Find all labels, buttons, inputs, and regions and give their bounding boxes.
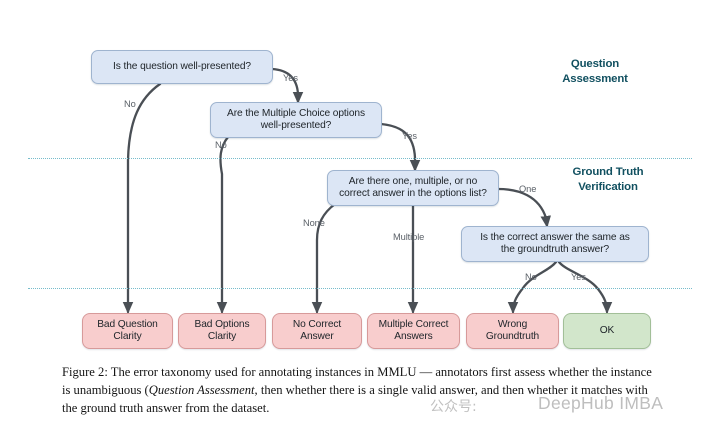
band-title-line2: Assessment [562,72,628,85]
edge-q3-one [496,187,551,228]
band-divider-question-assessment [28,158,692,159]
node-line-2: Clarity [207,331,237,342]
band-title-ground-truth-verification: Ground Truth Verification [538,165,678,194]
node-line-2: Answer [300,331,334,342]
edge-label-q4-yes: Yes [571,272,586,282]
edge-q4-no [507,260,558,314]
node-line-1: OK [599,324,615,336]
band-title-line1: Question [570,58,620,70]
band-title-line2: Verification [578,180,638,193]
node-line-1: Bad Options [194,318,250,330]
node-line-1: Is the question well-presented? [113,60,251,72]
edge-label-q1-yes: Yes [283,73,298,83]
flowchart-diagram: Question Assessment Ground Truth Verific… [28,50,692,349]
caption-emphasis: Question Assessment [148,382,255,397]
node-line-2: Answers [394,331,433,342]
node-matches-groundtruth[interactable]: Is the correct answer the same as the gr… [461,226,649,262]
node-wrong-groundtruth[interactable]: Wrong Groundtruth [466,313,559,349]
node-line-1: Wrong [497,318,528,330]
node-line-1: Are there one, multiple, or no [348,175,478,187]
edge-q1-no [122,82,162,314]
node-line-1: Multiple Correct [378,318,449,330]
node-bad-options-clarity[interactable]: Bad Options Clarity [178,313,266,349]
caption-part-2: , then whether there is a single valid a… [62,382,648,415]
node-options-well-presented[interactable]: Are the Multiple Choice options well-pre… [210,102,382,138]
node-line-2: Groundtruth [485,331,540,342]
node-line-1: Is the correct answer the same as [480,231,630,243]
edge-label-q3-multiple: Multiple [393,232,425,242]
edge-label-q4-no: No [525,272,537,282]
node-line-2: Clarity [113,331,142,342]
band-title-question-assessment: Question Assessment [530,57,660,86]
edge-label-q1-no: No [124,99,136,109]
node-line-1: Bad Question [97,318,158,330]
edge-label-q2-yes: Yes [402,131,417,141]
figure-caption: Figure 2: The error taxonomy used for an… [62,364,662,418]
node-line-2: the groundtruth answer? [500,244,610,255]
node-bad-question-clarity[interactable]: Bad Question Clarity [82,313,173,349]
node-line-1: No Correct [292,318,342,330]
edge-q2-no [216,135,230,314]
band-divider-ground-truth [28,288,692,289]
node-no-correct-answer[interactable]: No Correct Answer [272,313,362,349]
node-line-2: well-presented? [260,120,332,131]
edge-label-q3-one: One [519,184,537,194]
node-count-correct-answers[interactable]: Are there one, multiple, or no correct a… [327,170,499,206]
node-question-well-presented[interactable]: Is the question well-presented? [91,50,273,84]
edge-label-q3-none: None [303,218,325,228]
node-line-2: correct answer in the options list? [339,188,487,199]
edge-label-q2-no: No [215,140,227,150]
band-title-line1: Ground Truth [572,166,644,178]
node-ok[interactable]: OK [563,313,651,349]
node-multiple-correct-answers[interactable]: Multiple Correct Answers [367,313,460,349]
edge-q4-yes [557,260,613,314]
caption-prefix: Figure 2: [62,365,111,379]
caption-part-1: The error taxonomy used for annotating i… [62,365,652,397]
node-line-1: Are the Multiple Choice options [227,107,365,119]
